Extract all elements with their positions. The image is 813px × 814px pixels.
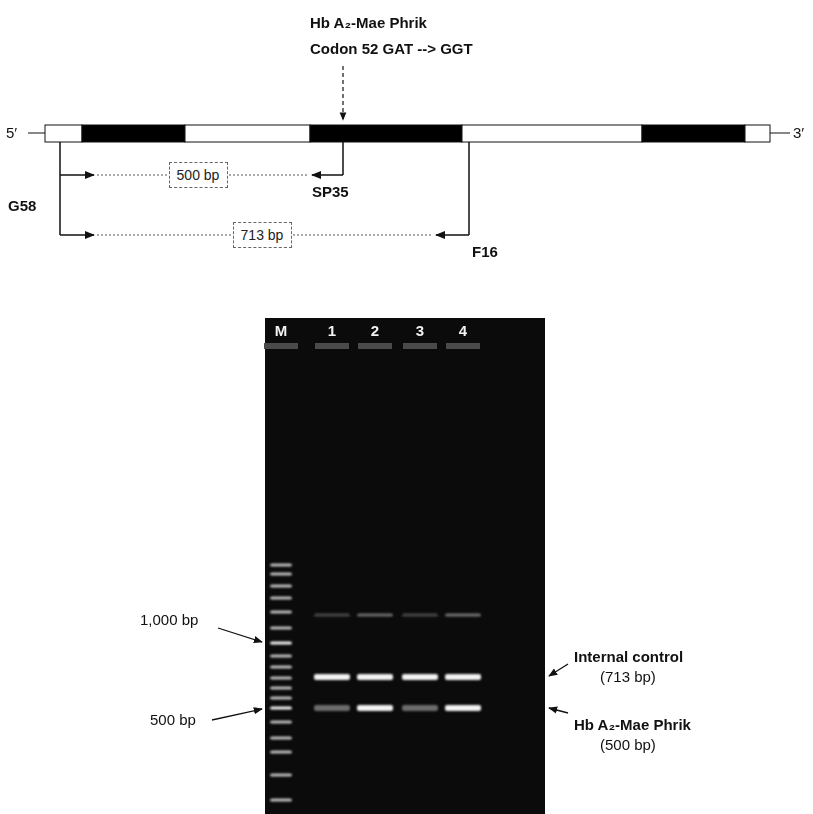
primer-name: F16	[472, 243, 498, 261]
gel-band	[270, 737, 292, 740]
gel-band	[357, 614, 393, 617]
gel-band	[270, 597, 292, 600]
gel-band	[270, 573, 292, 576]
leader-arrows	[212, 628, 568, 720]
band-label: Internal control	[574, 648, 683, 666]
gel-band	[270, 655, 292, 658]
gel-band	[445, 674, 481, 680]
gel-band	[445, 614, 481, 617]
gel-band	[270, 799, 292, 802]
gel-band	[270, 666, 292, 669]
lane-label: 2	[371, 322, 379, 340]
gel-well	[264, 343, 298, 349]
lane-label: M	[275, 322, 288, 340]
band-size: (500 bp)	[600, 736, 656, 754]
gel-band	[270, 611, 292, 614]
gel-band	[357, 705, 393, 711]
gel-well	[358, 343, 392, 349]
gel-band	[314, 614, 350, 617]
gel-band	[270, 721, 292, 724]
strand-end: 3′	[793, 124, 804, 142]
lane-label: 1	[328, 322, 336, 340]
gel-band	[357, 674, 393, 680]
gel-band	[402, 705, 438, 711]
primer-name: SP35	[312, 183, 349, 201]
gel-band	[270, 697, 292, 700]
amplicon-size-box: 500 bp	[169, 162, 228, 188]
primer-name: G58	[8, 197, 36, 215]
gel-wells	[264, 343, 480, 349]
gel-band	[314, 674, 350, 680]
gel-band	[402, 614, 438, 617]
gel-well	[315, 343, 349, 349]
amplicon-size-box: 713 bp	[233, 222, 292, 248]
gel-band	[445, 705, 481, 711]
gel-image	[265, 318, 545, 814]
band-size: (713 bp)	[600, 668, 656, 686]
gene-schematic	[28, 125, 790, 142]
gel-well	[446, 343, 480, 349]
mutation-pointer	[342, 66, 343, 120]
gel-bands	[270, 564, 481, 802]
size-marker-label: 500 bp	[150, 711, 196, 729]
amplicon-size: 500 bp	[170, 167, 227, 183]
gel-band	[270, 751, 292, 754]
codon-change: Codon 52 GAT --> GGT	[310, 40, 473, 58]
gel-band	[270, 687, 292, 690]
strand-end: 5′	[6, 124, 17, 142]
gel-band	[270, 564, 292, 567]
gel-band	[402, 674, 438, 680]
gel-band	[270, 677, 292, 680]
gel-band	[270, 585, 292, 588]
lane-label: 3	[416, 322, 424, 340]
gel-band	[314, 705, 350, 711]
gel-band	[270, 707, 292, 710]
gel-band	[270, 642, 292, 645]
gel-band	[270, 774, 292, 777]
mutation-name: Hb A₂-Mae Phrik	[310, 14, 427, 32]
size-marker-label: 1,000 bp	[140, 611, 198, 629]
band-label: Hb A₂-Mae Phrik	[574, 716, 691, 734]
gel-well	[403, 343, 437, 349]
amplicon-size: 713 bp	[234, 227, 291, 243]
gel-band	[270, 627, 292, 630]
lane-label: 4	[459, 322, 467, 340]
